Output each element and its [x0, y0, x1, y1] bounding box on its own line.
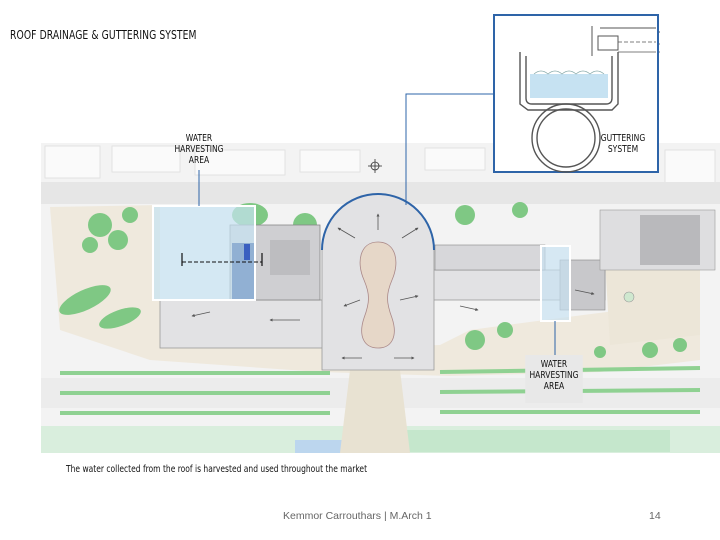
- label-water-harvesting-right: WATER HARVESTING AREA: [525, 355, 583, 403]
- roundabout-icon: [623, 291, 635, 303]
- leader-lines: [198, 93, 556, 355]
- roof-gutter-edge: [321, 193, 435, 251]
- entry-plaza: [340, 370, 410, 453]
- page-number: 14: [649, 510, 661, 522]
- sandy-ground: [50, 205, 700, 376]
- label-water-harvesting-left: WATER HARVESTING AREA: [174, 133, 224, 166]
- diagram-caption: The water collected from the roof is har…: [66, 464, 368, 475]
- top-road: [41, 182, 720, 204]
- drainage-flow-arrows: [191, 213, 595, 360]
- page-title: ROOF DRAINAGE & GUTTERING SYSTEM: [10, 27, 197, 42]
- water-harvesting-area-right: [540, 245, 571, 322]
- central-pod: [359, 241, 397, 349]
- north-marker-icon: [368, 159, 382, 173]
- label-guttering-system: GUTTERING SYSTEM: [600, 133, 646, 155]
- footer-author: Kemmor Carrouthars | M.Arch 1: [283, 510, 432, 522]
